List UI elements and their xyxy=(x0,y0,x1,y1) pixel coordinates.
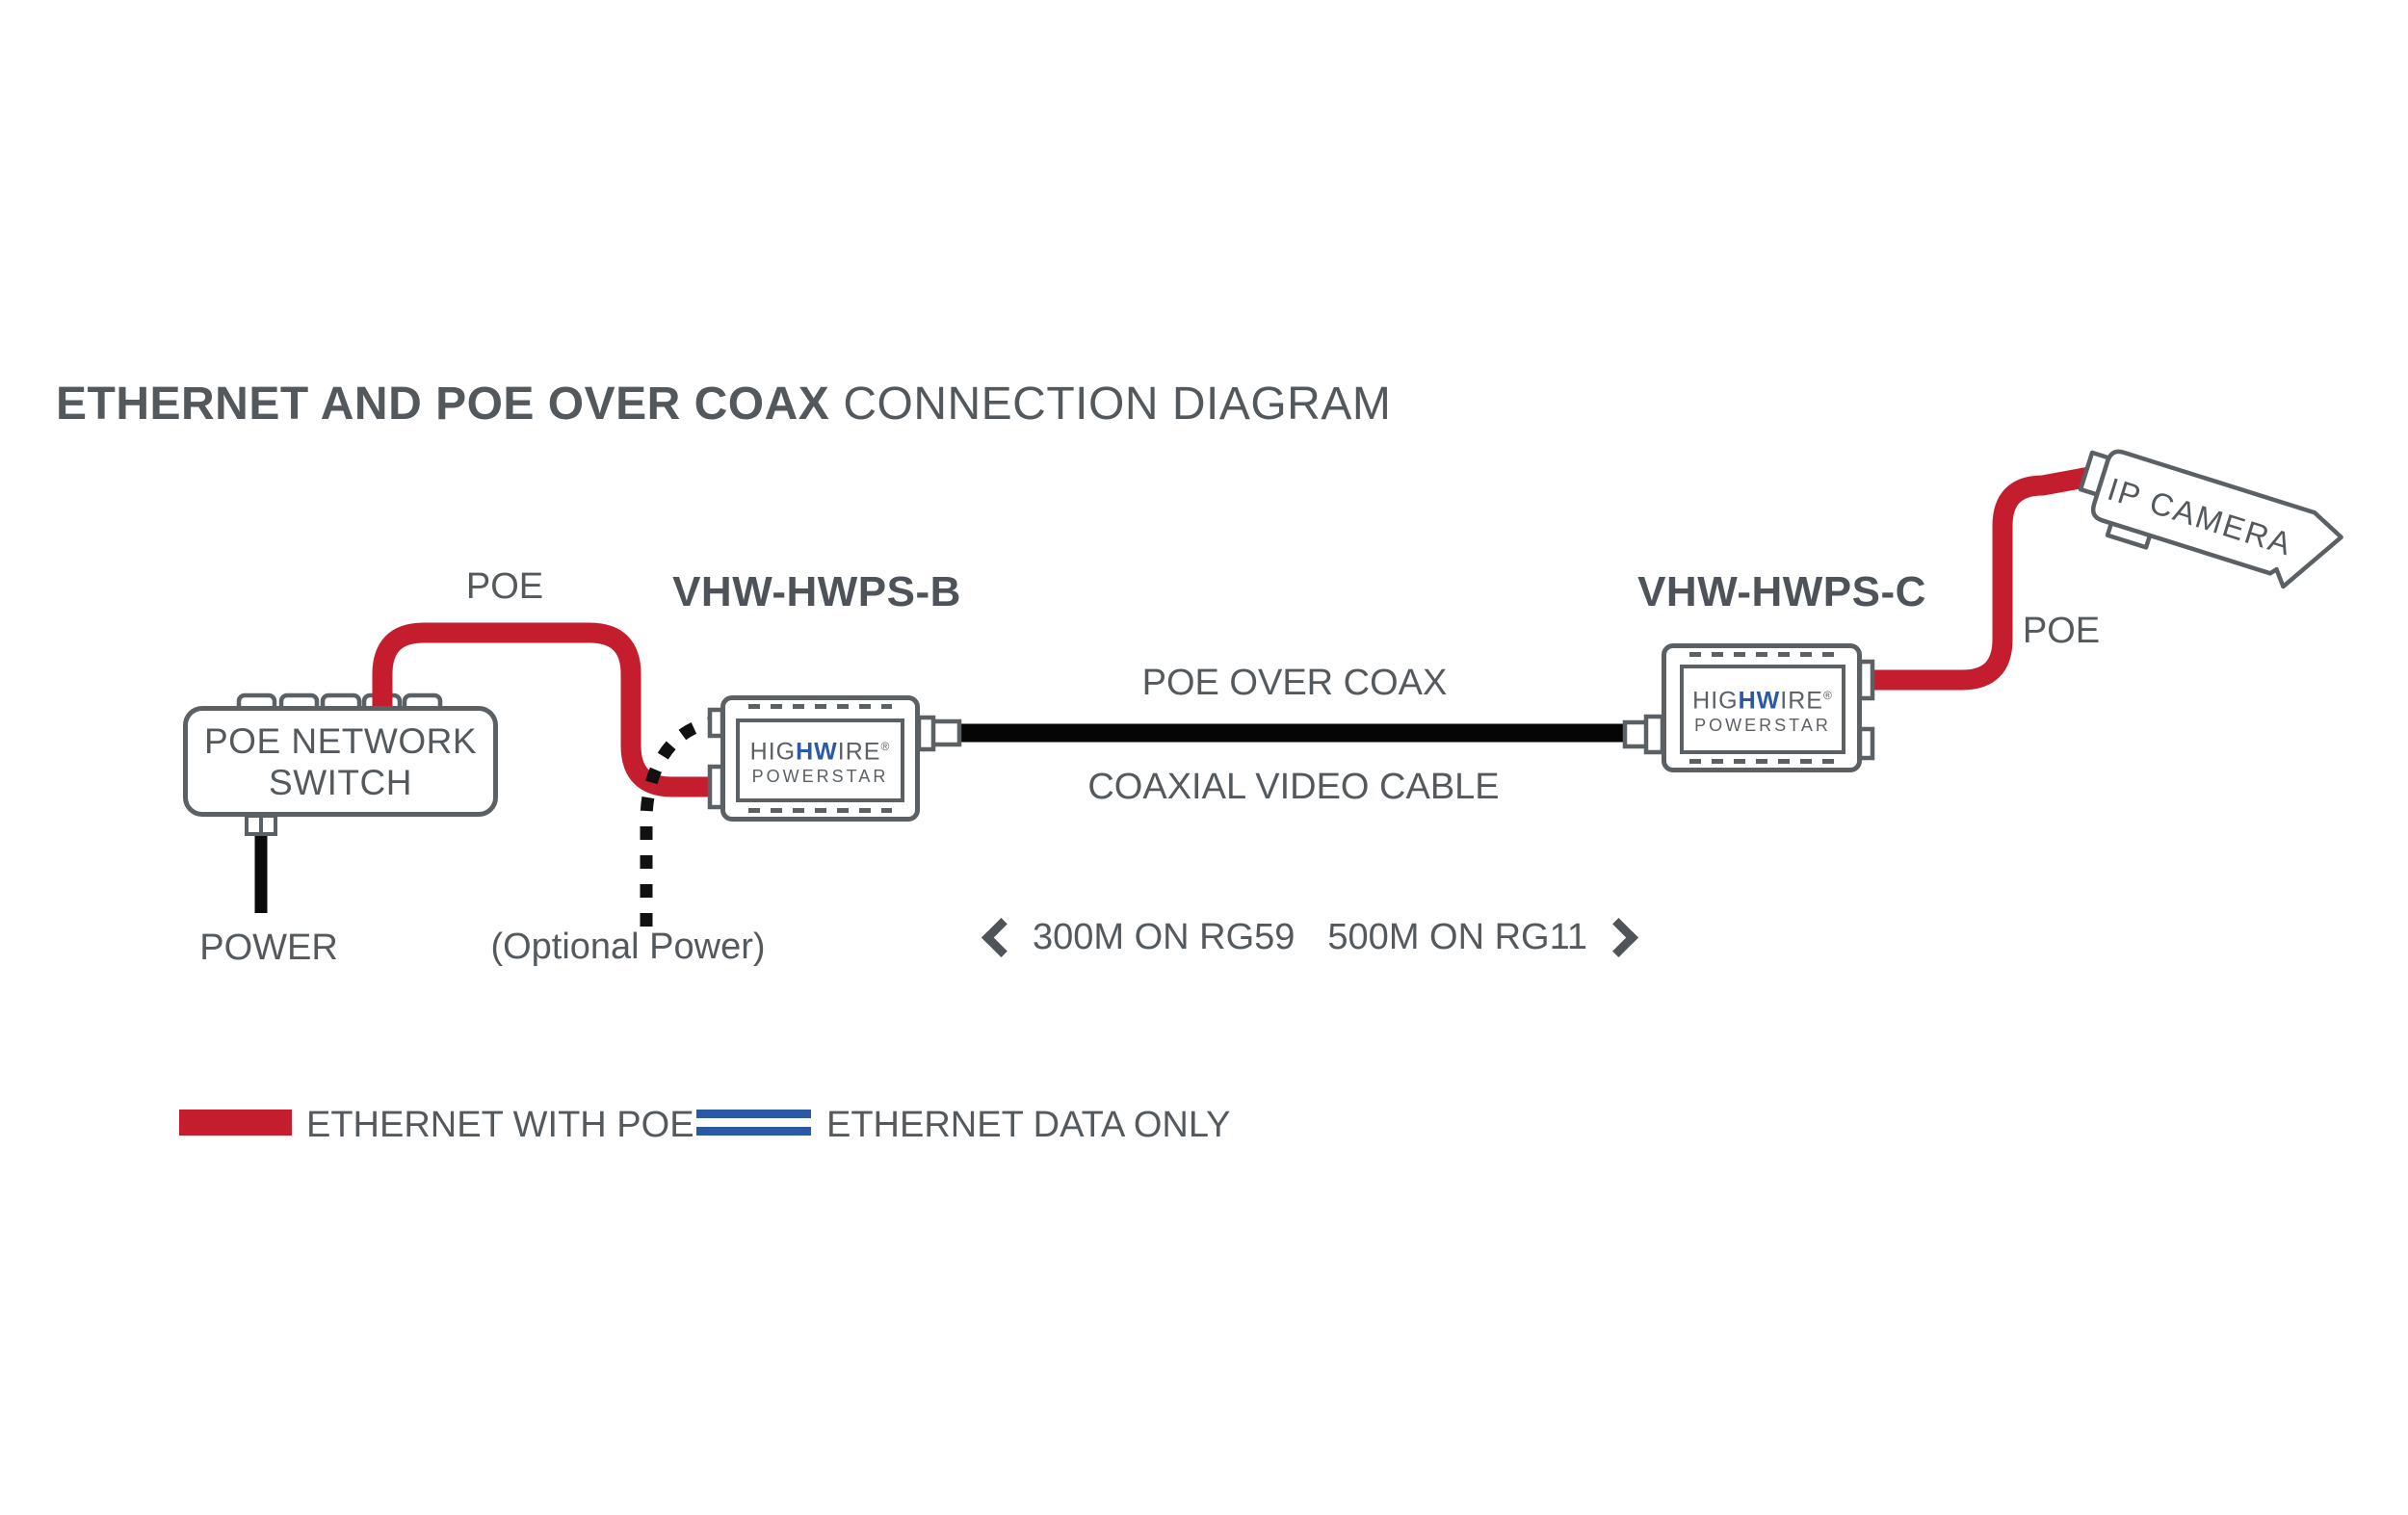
range-right-label: 500M ON RG11 xyxy=(1327,917,1588,957)
device-c: HIGHWIRE® POWERSTAR xyxy=(1662,643,1862,772)
legend-label-ethernet-with-poe: ETHERNET WITH POE xyxy=(306,1105,694,1145)
logo-registered-mark: ® xyxy=(880,740,891,754)
logo-pre: HIG xyxy=(1692,687,1739,715)
chevron-left-icon xyxy=(981,917,1021,958)
ethernet-poe-cable-left xyxy=(372,622,715,797)
device-c-name: VHW-HWPS-C xyxy=(1637,568,1926,615)
legend-label-ethernet-data-only: ETHERNET DATA ONLY xyxy=(826,1105,1231,1145)
range-left-label: 300M ON RG59 xyxy=(1032,917,1296,957)
highwire-logo: HIGHWIRE® xyxy=(1692,684,1833,713)
coax-label-bottom: COAXIAL VIDEO CABLE xyxy=(1087,767,1500,807)
title-regular: CONNECTION DIAGRAM xyxy=(843,379,1392,430)
logo-registered-mark: ® xyxy=(1822,689,1833,703)
powerstar-logo: POWERSTAR xyxy=(1694,715,1831,735)
highwire-logo: HIGHWIRE® xyxy=(750,735,891,764)
device-b-face-label: HIGHWIRE® POWERSTAR xyxy=(736,718,904,802)
ip-camera: IP CAMERA xyxy=(2078,449,2343,589)
logo-hw: HW xyxy=(1738,687,1781,715)
ethernet-poe-cable-right xyxy=(1871,463,2107,691)
coax-range-row: 300M ON RG59 500M ON RG11 xyxy=(981,917,1639,958)
powerstar-logo: POWERSTAR xyxy=(751,766,889,786)
device-c-rib-top xyxy=(1689,652,1834,657)
coax-label-top: POE OVER COAX xyxy=(1141,663,1448,703)
camera-body xyxy=(2090,449,2343,589)
switch-label-line1: POE NETWORK xyxy=(203,720,478,761)
poe-label-left: POE xyxy=(465,566,544,607)
optional-power-label: (Optional Power) xyxy=(490,927,766,967)
logo-pre: HIG xyxy=(749,738,797,766)
power-label: POWER xyxy=(199,927,338,968)
switch-label-line2: SWITCH xyxy=(269,762,412,802)
optional-power-cable xyxy=(640,716,716,927)
power-plug xyxy=(245,814,277,836)
legend-swatch-ethernet-with-poe xyxy=(179,1110,292,1136)
device-b: HIGHWIRE® POWERSTAR xyxy=(720,695,920,822)
switch-label: POE NETWORK SWITCH xyxy=(204,720,477,803)
logo-post: IRE xyxy=(1780,687,1823,715)
device-c-rib-bottom xyxy=(1689,759,1834,764)
page-title: ETHERNET AND POE OVER COAX CONNECTION DIA… xyxy=(56,378,1391,431)
legend-swatch-ethernet-data-only xyxy=(696,1110,811,1136)
device-b-name: VHW-HWPS-B xyxy=(672,568,961,615)
title-bold: ETHERNET AND POE OVER COAX xyxy=(56,379,830,430)
logo-post: IRE xyxy=(837,738,881,766)
chevron-right-icon xyxy=(1599,917,1639,958)
device-b-rib-bottom xyxy=(748,808,892,813)
device-c-face-label: HIGHWIRE® POWERSTAR xyxy=(1680,665,1845,754)
logo-hw: HW xyxy=(796,738,838,766)
poe-label-right: POE xyxy=(2022,611,2101,651)
device-b-rib-top xyxy=(748,704,892,709)
poe-network-switch: POE NETWORK SWITCH xyxy=(183,706,498,817)
